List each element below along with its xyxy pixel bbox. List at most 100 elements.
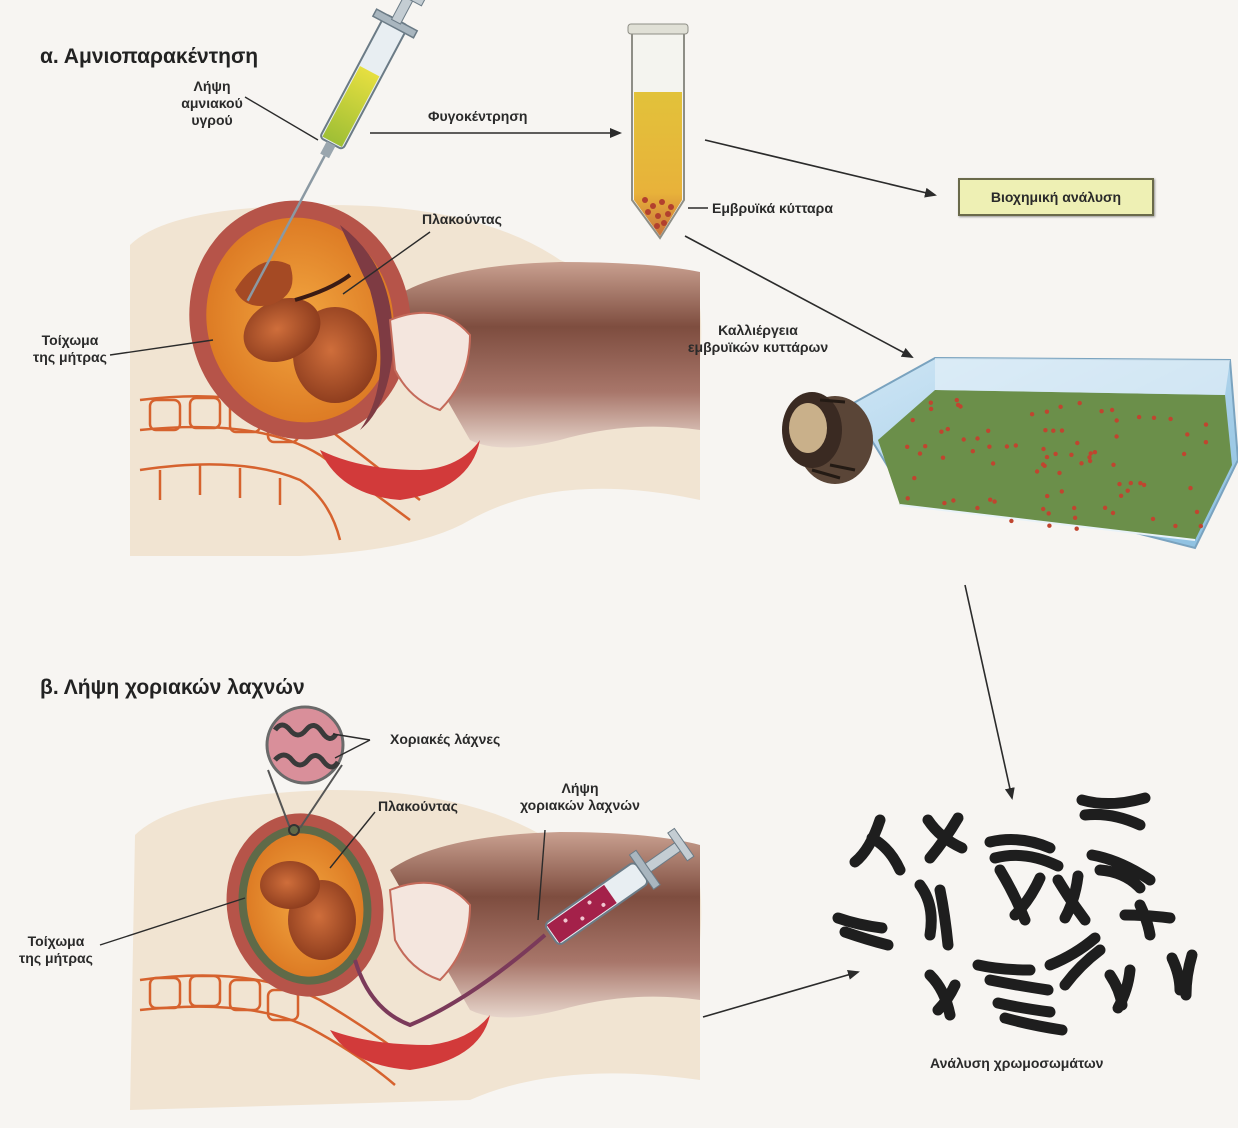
culture-cell <box>1045 494 1049 498</box>
culture-cell <box>918 451 922 455</box>
culture-cell <box>1111 463 1115 467</box>
chromosome <box>998 1003 1062 1030</box>
arrow-to-biochem <box>705 140 935 195</box>
culture-cell <box>1173 524 1177 528</box>
culture-cell <box>1110 408 1114 412</box>
culture-cell <box>1126 489 1130 493</box>
culture-cell <box>1045 410 1049 414</box>
culture-cell <box>1114 434 1118 438</box>
section-a-title: α. Αμνιοπαρακέντηση <box>40 45 258 69</box>
culture-cell <box>929 401 933 405</box>
culture-cell <box>1117 482 1121 486</box>
chromosome <box>1082 798 1145 825</box>
culture-cell <box>991 461 995 465</box>
label-chromosome-analysis: Ανάλυση χρωμοσωμάτων <box>930 1055 1103 1072</box>
culture-cell <box>1111 511 1115 515</box>
culture-cell <box>992 499 996 503</box>
label-villi-sampling: Λήψη χοριακών λαχνών <box>505 780 655 814</box>
chromosome <box>1058 876 1085 920</box>
biochemical-analysis-box: Βιοχημική ανάλυση <box>958 178 1154 216</box>
culture-cell <box>1058 405 1062 409</box>
chromosome <box>1110 970 1130 1008</box>
culture-cell <box>962 437 966 441</box>
culture-cell <box>971 449 975 453</box>
culture-cell <box>1188 486 1192 490</box>
culture-cell <box>1051 429 1055 433</box>
label-uterus-wall-a: Τοίχωμα της μήτρας <box>20 332 120 366</box>
chromosome <box>855 820 900 870</box>
culture-cell <box>1041 462 1045 466</box>
culture-cell <box>923 444 927 448</box>
chromosome <box>1125 905 1170 935</box>
culture-cell <box>1204 440 1208 444</box>
chromosome <box>920 885 948 945</box>
culture-cell <box>941 456 945 460</box>
culture-cell <box>1079 461 1083 465</box>
culture-cell <box>1168 417 1172 421</box>
label-placenta-a: Πλακούντας <box>422 211 502 228</box>
culture-cell <box>906 496 910 500</box>
culture-cell <box>975 436 979 440</box>
culture-cell <box>1014 443 1018 447</box>
culture-cell <box>1045 455 1049 459</box>
label-cell-culture: Καλλιέργεια εμβρυϊκών κυττάρων <box>678 322 838 356</box>
culture-cell <box>1185 432 1189 436</box>
culture-cell <box>951 498 955 502</box>
culture-cell <box>912 476 916 480</box>
culture-cell <box>1030 412 1034 416</box>
culture-cell <box>1089 451 1093 455</box>
culture-cell <box>1087 455 1091 459</box>
section-b-title: β. Λήψη χοριακών λαχνών <box>40 676 305 700</box>
culture-cell <box>1041 447 1045 451</box>
culture-cell <box>1129 481 1133 485</box>
culture-cell <box>1009 519 1013 523</box>
label-uterus-wall-b: Τοίχωμα της μήτρας <box>6 933 106 967</box>
culture-cell <box>1060 428 1064 432</box>
culture-cell <box>1119 494 1123 498</box>
culture-cell <box>987 445 991 449</box>
label-amniotic-fluid-sampling: Λήψη αμνιακού υγρού <box>162 78 262 129</box>
culture-cell <box>946 427 950 431</box>
culture-cell <box>942 501 946 505</box>
culture-cell <box>1075 441 1079 445</box>
culture-cell <box>905 445 909 449</box>
culture-cell <box>1073 516 1077 520</box>
culture-cell <box>1103 506 1107 510</box>
culture-cell <box>911 418 915 422</box>
culture-cell <box>1041 507 1045 511</box>
centrifuge-tube <box>628 24 688 238</box>
chromosome-spread <box>838 798 1192 1030</box>
culture-cell <box>1137 415 1141 419</box>
chromosome <box>1092 855 1150 888</box>
culture-cell <box>1078 401 1082 405</box>
culture-cell <box>956 403 960 407</box>
culture-cell <box>955 398 959 402</box>
culture-cell <box>1072 506 1076 510</box>
culture-cell <box>1199 524 1203 528</box>
culture-cell <box>1075 527 1079 531</box>
culture-cell <box>1182 452 1186 456</box>
chromosome <box>838 918 888 945</box>
chromosome <box>1050 938 1100 985</box>
culture-cell <box>1035 469 1039 473</box>
label-fetal-cells: Εμβρυϊκά κύτταρα <box>712 200 833 217</box>
chromosome <box>990 840 1058 866</box>
culture-cell <box>1057 471 1061 475</box>
culture-cell <box>975 506 979 510</box>
culture-cell <box>929 407 933 411</box>
culture-cell <box>1195 510 1199 514</box>
chromosome <box>978 965 1048 990</box>
arrow-culture-to-karyotype <box>965 585 1012 798</box>
culture-cell <box>1115 418 1119 422</box>
body-section-b <box>130 707 701 1110</box>
culture-cell <box>1005 444 1009 448</box>
culture-cell <box>1151 517 1155 521</box>
chromosome <box>928 818 962 858</box>
culture-cell <box>1204 422 1208 426</box>
culture-cell <box>1152 416 1156 420</box>
body-section-a <box>130 176 701 556</box>
culture-cell <box>1053 452 1057 456</box>
culture-cell <box>939 430 943 434</box>
